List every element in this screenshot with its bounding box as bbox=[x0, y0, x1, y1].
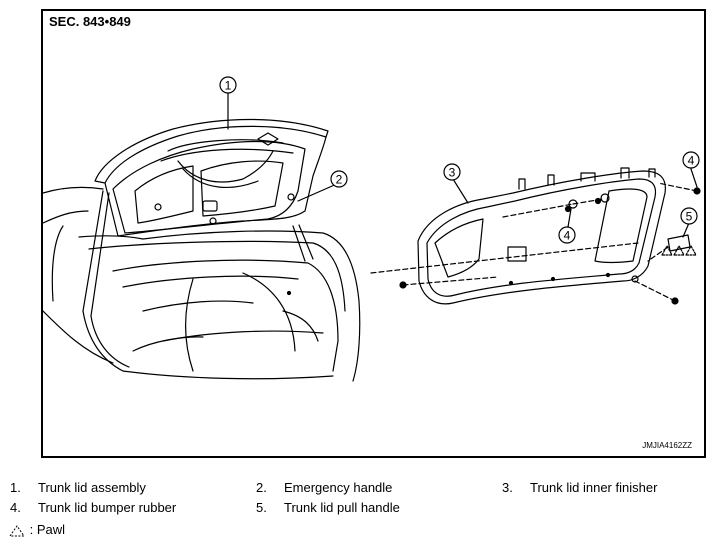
pawl-legend: : Pawl bbox=[8, 522, 65, 538]
callout-2: 2 bbox=[330, 170, 348, 188]
callout-3: 3 bbox=[443, 163, 461, 181]
diagram-frame: 1 2 3 4 4 5 SEC. 843•849 JMJIA4162ZZ bbox=[41, 9, 706, 458]
car-illustration bbox=[43, 118, 361, 382]
section-label: SEC. 843•849 bbox=[49, 14, 131, 29]
pawl-triangle-icon bbox=[9, 524, 25, 537]
callout-4: 4 bbox=[558, 226, 576, 244]
image-code: JMJIA4162ZZ bbox=[642, 441, 692, 450]
svg-text:1: 1 bbox=[225, 79, 232, 93]
svg-text:4: 4 bbox=[564, 229, 571, 243]
trunk-lid-diagram: 1 2 3 4 4 5 bbox=[43, 76, 701, 382]
svg-text:5: 5 bbox=[686, 210, 693, 224]
callout-1: 1 bbox=[219, 76, 237, 94]
svg-text:2: 2 bbox=[336, 173, 343, 187]
svg-text:4: 4 bbox=[688, 154, 695, 168]
svg-text:3: 3 bbox=[449, 166, 456, 180]
callout-5: 5 bbox=[680, 207, 698, 225]
leader-lines bbox=[227, 92, 698, 238]
callout-4-right: 4 bbox=[682, 151, 700, 169]
inner-finisher-illustration bbox=[370, 167, 701, 305]
